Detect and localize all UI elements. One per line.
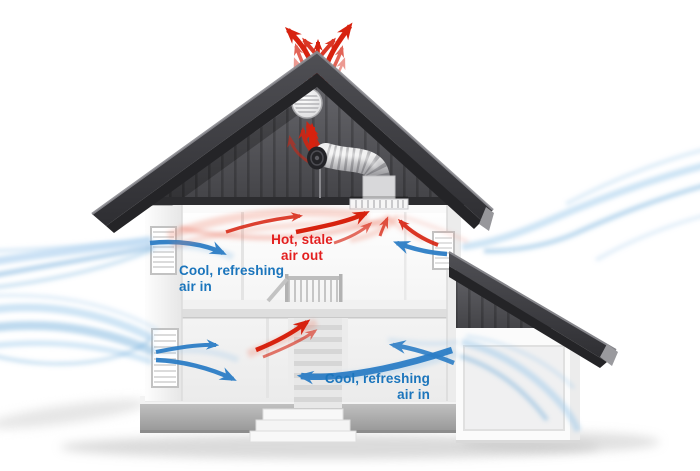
cool-air-streams-lower-left <box>0 293 240 366</box>
cool-arrow-upper-right <box>393 240 448 257</box>
main-roof <box>91 50 494 233</box>
hot-arrows-staircase <box>246 318 319 359</box>
cool-air-streams-garage <box>459 334 582 433</box>
floor-divider <box>145 300 461 319</box>
cool-arrow-lower-left-1 <box>155 339 220 354</box>
ceiling-grille-icon <box>349 196 409 210</box>
cool-refreshing-air-in-upper-label: Cool, refreshing air in <box>179 263 285 294</box>
garage-roof <box>448 251 618 368</box>
cool-arrow-lower-left-2 <box>155 357 237 382</box>
whole-house-fan-icon <box>307 146 327 170</box>
cool-refreshing-air-in-lower-label: Cool, refreshing air in <box>324 371 430 402</box>
stair-railing-icon <box>266 274 343 303</box>
hot-stale-air-out-label: Hot, stale air out <box>271 232 333 263</box>
entry-steps <box>249 408 357 443</box>
cool-arrow-lower-room-2 <box>388 340 455 366</box>
flexible-duct-icon <box>314 143 390 198</box>
staircase-icon <box>288 318 348 408</box>
hot-arrows-ceiling <box>225 210 439 247</box>
cool-air-streams-right <box>461 148 700 262</box>
window-lower-left-icon <box>151 328 179 388</box>
cool-arrow-lower-room-big <box>296 346 454 385</box>
